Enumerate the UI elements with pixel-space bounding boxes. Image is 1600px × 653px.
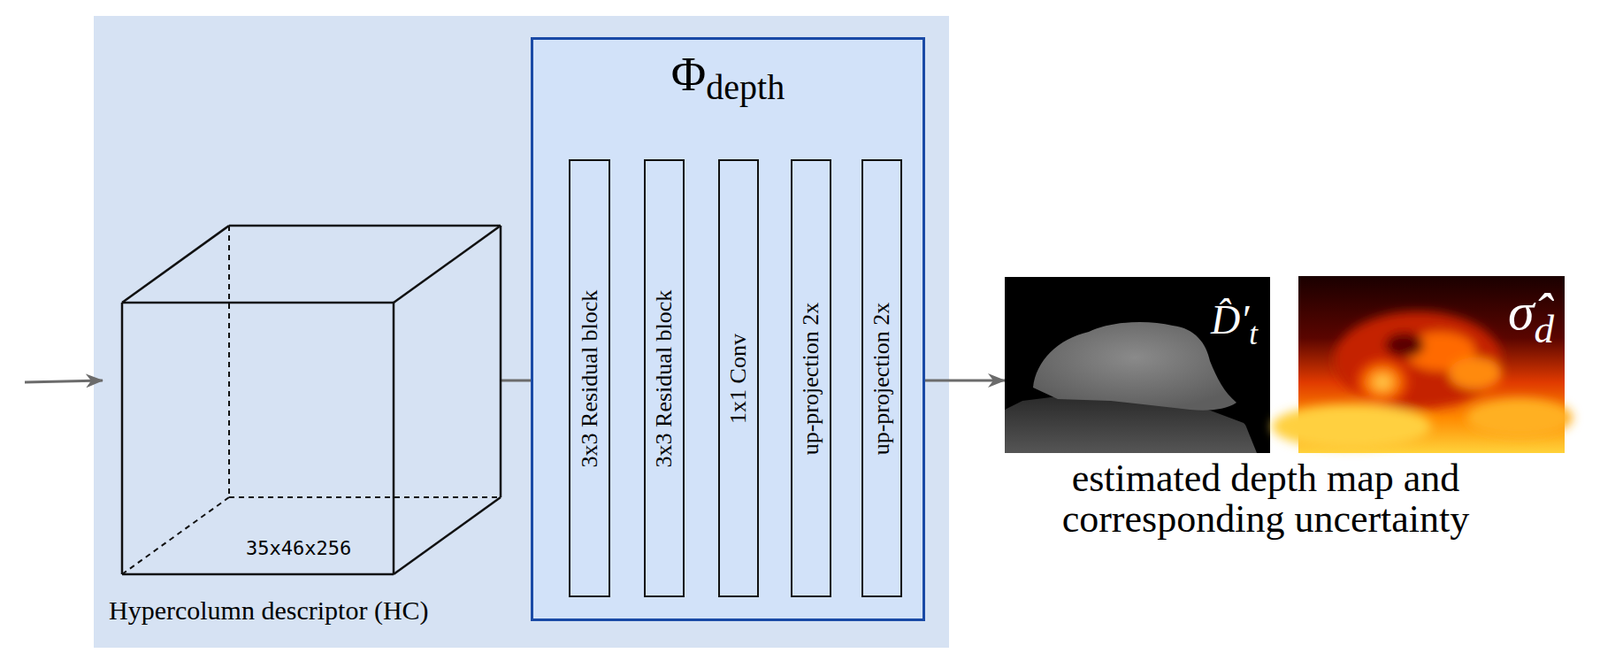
layer-block: up-projection 2x bbox=[861, 159, 903, 598]
layer-label: 3x3 Residual block bbox=[650, 289, 678, 467]
cube-heading: Hypercolumn descriptor (HC) bbox=[108, 595, 429, 626]
network-box: Φdepth 3x3 Residual block 3x3 Residual blo… bbox=[530, 37, 926, 621]
uncertainty-map: σ̂d bbox=[1298, 275, 1565, 453]
layer-block: 1x1 Conv bbox=[718, 159, 759, 598]
image-symbol: D̂′t bbox=[1210, 296, 1258, 353]
tensor-size: 35x46x256 bbox=[245, 536, 352, 559]
image-symbol-subscript: d bbox=[1534, 306, 1555, 353]
network-title: Φdepth bbox=[533, 46, 923, 108]
title-symbol: Φ bbox=[671, 46, 706, 102]
cube-outline bbox=[122, 225, 501, 575]
layer-label: 1x1 Conv bbox=[725, 333, 752, 424]
image-symbol-subscript: t bbox=[1248, 316, 1258, 353]
image-symbol-main: σ̂ bbox=[1508, 281, 1535, 343]
input-arrow bbox=[24, 380, 103, 383]
image-symbol-main: D̂′ bbox=[1210, 296, 1249, 344]
layer-block: up-projection 2x bbox=[790, 159, 832, 598]
layer-block: 3x3 Residual block bbox=[643, 159, 685, 598]
layer-label: up-projection 2x bbox=[797, 301, 825, 455]
layer-label: up-projection 2x bbox=[868, 301, 896, 455]
title-subscript: depth bbox=[705, 66, 785, 108]
layer-block: 3x3 Residual block bbox=[568, 159, 611, 598]
layer-label: 3x3 Residual block bbox=[576, 289, 604, 467]
hypercolumn-cube: 35x46x256Hypercolumn descriptor (HC) bbox=[122, 225, 501, 575]
image-symbol: σ̂d bbox=[1508, 281, 1555, 353]
caption-text: estimated depth map and corresponding un… bbox=[987, 458, 1545, 540]
depth-map: D̂′t bbox=[1004, 276, 1271, 453]
